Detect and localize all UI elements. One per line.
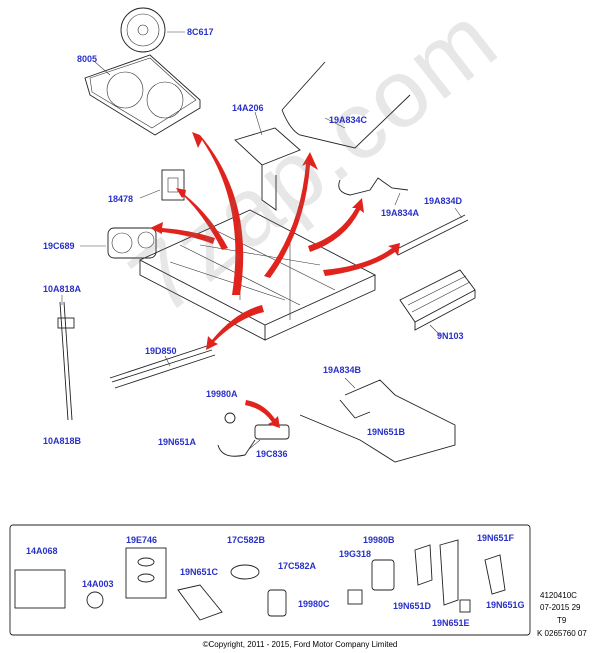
rod-part — [57, 295, 75, 421]
relay-bracket-part — [139, 169, 185, 201]
label-10A818A[interactable]: 10A818A — [43, 284, 82, 294]
label-19C689[interactable]: 19C689 — [43, 241, 75, 251]
diagram-reference: K 0265760 07 — [537, 629, 587, 638]
label-19G318[interactable]: 19G318 — [339, 549, 372, 559]
label-19980C[interactable]: 19980C — [298, 599, 330, 609]
label-19N651B[interactable]: 19N651B — [367, 427, 406, 437]
label-8C617[interactable]: 8C617 — [187, 27, 214, 37]
label-19C836[interactable]: 19C836 — [256, 449, 288, 459]
label-19D850[interactable]: 19D850 — [145, 346, 177, 356]
red-arrows — [150, 132, 400, 428]
blower-part — [80, 227, 157, 259]
evaporator-part — [399, 269, 476, 336]
hose-a-part — [338, 177, 409, 206]
plate-part — [234, 111, 301, 211]
label-19N651C[interactable]: 19N651C — [180, 567, 219, 577]
label-19N651E[interactable]: 19N651E — [432, 618, 470, 628]
label-19N651A[interactable]: 19N651A — [158, 437, 197, 447]
valve-part — [217, 412, 290, 457]
diagram-date: 07-2015 29 — [540, 603, 581, 612]
label-19980B[interactable]: 19980B — [363, 535, 395, 545]
label-17C582B[interactable]: 17C582B — [227, 535, 266, 545]
label-14A003[interactable]: 14A003 — [82, 579, 114, 589]
diagram-code: 4120410C — [540, 591, 577, 600]
label-19N651D[interactable]: 19N651D — [393, 601, 432, 611]
label-9N103[interactable]: 9N103 — [437, 331, 464, 341]
label-19980A[interactable]: 19980A — [206, 389, 238, 399]
label-19A834D[interactable]: 19A834D — [424, 196, 463, 206]
label-19N651G[interactable]: 19N651G — [486, 600, 525, 610]
label-19N651F[interactable]: 19N651F — [477, 533, 515, 543]
pipe-d-part — [394, 207, 469, 256]
tube-assembly-part — [109, 344, 216, 389]
fan-shroud-part — [84, 54, 201, 136]
label-17C582A[interactable]: 17C582A — [278, 561, 317, 571]
tube-c-part — [281, 61, 411, 149]
diagram-variant: T9 — [557, 616, 567, 625]
label-19E746[interactable]: 19E746 — [126, 535, 158, 545]
label-14A068[interactable]: 14A068 — [26, 546, 58, 556]
fan-part — [120, 7, 185, 53]
label-18478[interactable]: 18478 — [108, 194, 134, 204]
label-8005[interactable]: 8005 — [77, 54, 98, 64]
label-19A834C[interactable]: 19A834C — [329, 115, 368, 125]
accessories-box — [9, 524, 531, 636]
label-14A206[interactable]: 14A206 — [232, 103, 264, 113]
tube-b-part — [299, 377, 456, 463]
label-19A834B[interactable]: 19A834B — [323, 365, 362, 375]
copyright-text: ©Copyright, 2011 - 2015, Ford Motor Comp… — [202, 640, 398, 649]
label-10A818B[interactable]: 10A818B — [43, 436, 82, 446]
label-19A834A[interactable]: 19A834A — [381, 208, 420, 218]
